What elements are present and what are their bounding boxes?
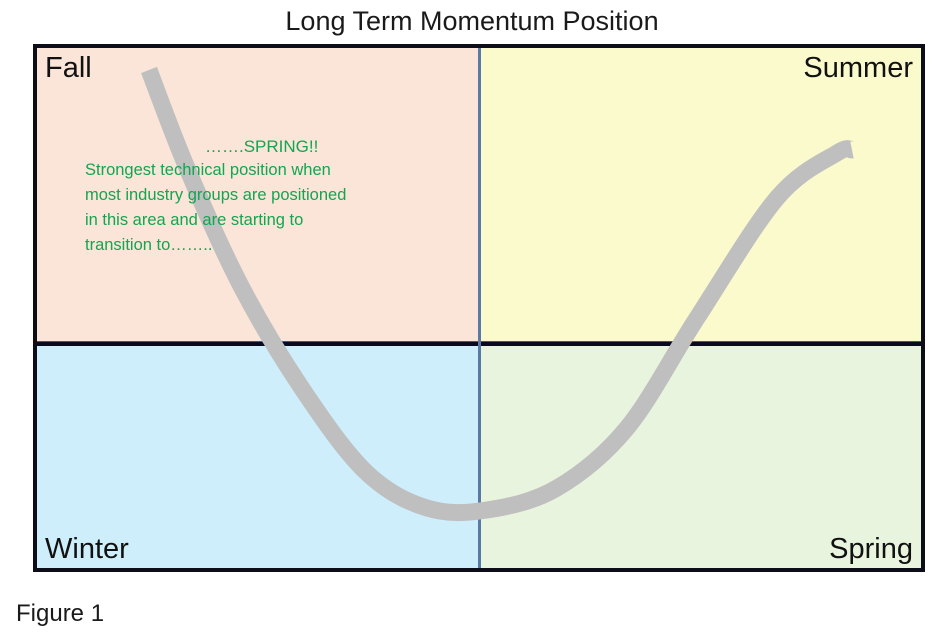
axis-divider-vertical [478, 48, 481, 568]
quadrant-label-spring: Spring [829, 533, 913, 565]
quadrant-summer [479, 48, 921, 345]
spring-annotation-text: …….SPRING!! [205, 137, 319, 156]
quadrant-label-winter: Winter [45, 533, 129, 565]
quadrant-chart: Fall Summer Winter Spring Strongest tech… [33, 44, 925, 572]
winter-annotation-text: Strongest technical position when most i… [85, 161, 347, 254]
quadrant-label-summer: Summer [803, 52, 913, 84]
figure-caption: Figure 1 [16, 600, 105, 627]
quadrant-label-fall: Fall [45, 52, 92, 84]
page-title: Long Term Momentum Position [285, 6, 659, 36]
